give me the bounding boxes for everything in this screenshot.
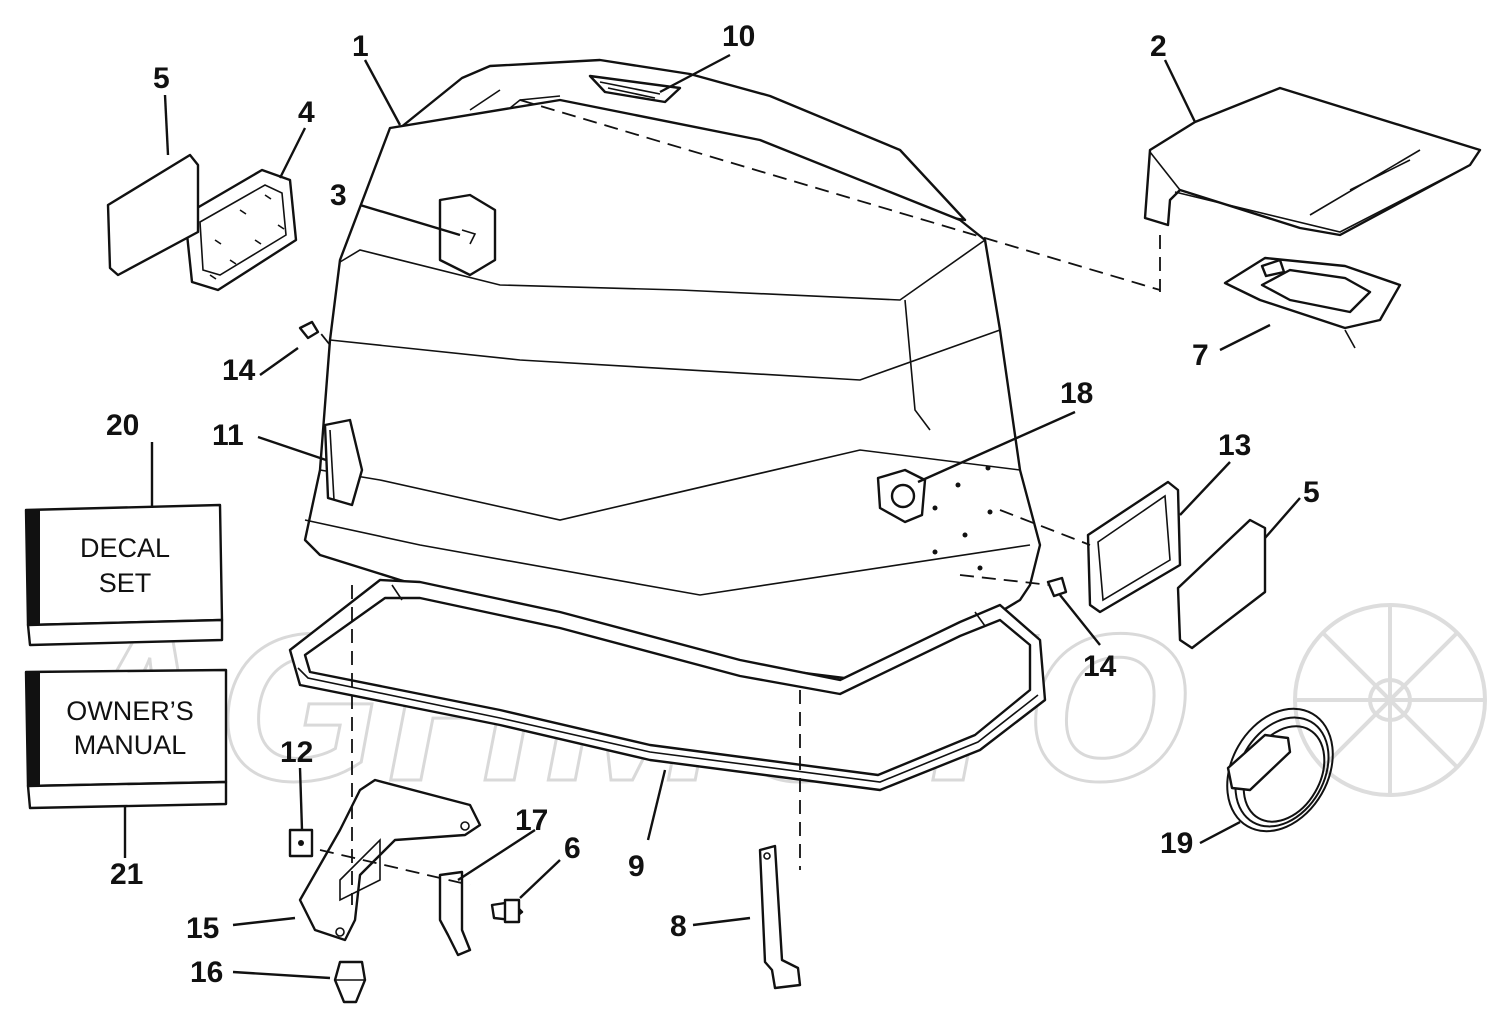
callout-19: 19 — [1160, 827, 1193, 860]
decal-set-box: DECAL SET — [24, 503, 224, 647]
callout-8: 8 — [670, 910, 687, 943]
callout-5-right: 5 — [1303, 476, 1320, 509]
cover-seal — [288, 578, 1047, 792]
support-strap — [758, 844, 802, 990]
callout-17: 17 — [515, 804, 548, 837]
vent-grille-right — [1086, 480, 1182, 614]
callout-4: 4 — [298, 96, 315, 129]
top-cover-gasket — [1223, 256, 1402, 349]
owners-manual-line1: OWNER’S — [66, 696, 194, 726]
callout-20: 20 — [106, 409, 139, 442]
callout-5-left: 5 — [153, 62, 170, 95]
screw-right — [1046, 576, 1068, 598]
screw-left — [298, 320, 320, 340]
callout-21: 21 — [110, 858, 143, 891]
callout-10: 10 — [722, 20, 755, 53]
owners-manual-line2: MANUAL — [74, 730, 187, 760]
vent-grille-left — [183, 168, 298, 292]
top-cover-panel — [1143, 86, 1482, 237]
motor-cover — [303, 58, 1042, 682]
callout-14-left: 14 — [222, 354, 256, 387]
callout-labels: 1 2 3 4 5 5 6 7 8 9 10 11 12 13 14 14 15… — [106, 20, 1320, 989]
retaining-plate — [438, 870, 472, 957]
callout-7: 7 — [1192, 339, 1209, 372]
retainer-clip — [288, 828, 314, 858]
leader-lines — [123, 53, 1301, 980]
callout-13: 13 — [1218, 429, 1251, 462]
mounting-bracket — [298, 778, 482, 942]
owners-manual-box: OWNER’S MANUAL — [24, 668, 228, 810]
assembly-lines — [317, 99, 1161, 905]
callout-3: 3 — [330, 179, 347, 212]
callout-18: 18 — [1060, 377, 1093, 410]
vent-cover-right — [1176, 518, 1267, 650]
callout-2: 2 — [1150, 30, 1167, 63]
callout-11: 11 — [212, 419, 244, 452]
decal-set-line2: SET — [99, 568, 152, 598]
callout-14-right: 14 — [1083, 650, 1117, 683]
callout-1: 1 — [352, 30, 369, 63]
callout-12: 12 — [280, 736, 313, 769]
bolt — [490, 898, 524, 924]
callout-16: 16 — [190, 956, 223, 989]
vent-cover-left — [106, 153, 200, 277]
callout-9: 9 — [628, 850, 645, 883]
callout-15: 15 — [186, 912, 219, 945]
watermark-wheel — [1293, 603, 1487, 797]
decal-set-line1: DECAL — [80, 533, 170, 563]
rubber-foot — [333, 960, 367, 1004]
callout-6: 6 — [564, 832, 581, 865]
wire-harness — [1226, 707, 1334, 833]
